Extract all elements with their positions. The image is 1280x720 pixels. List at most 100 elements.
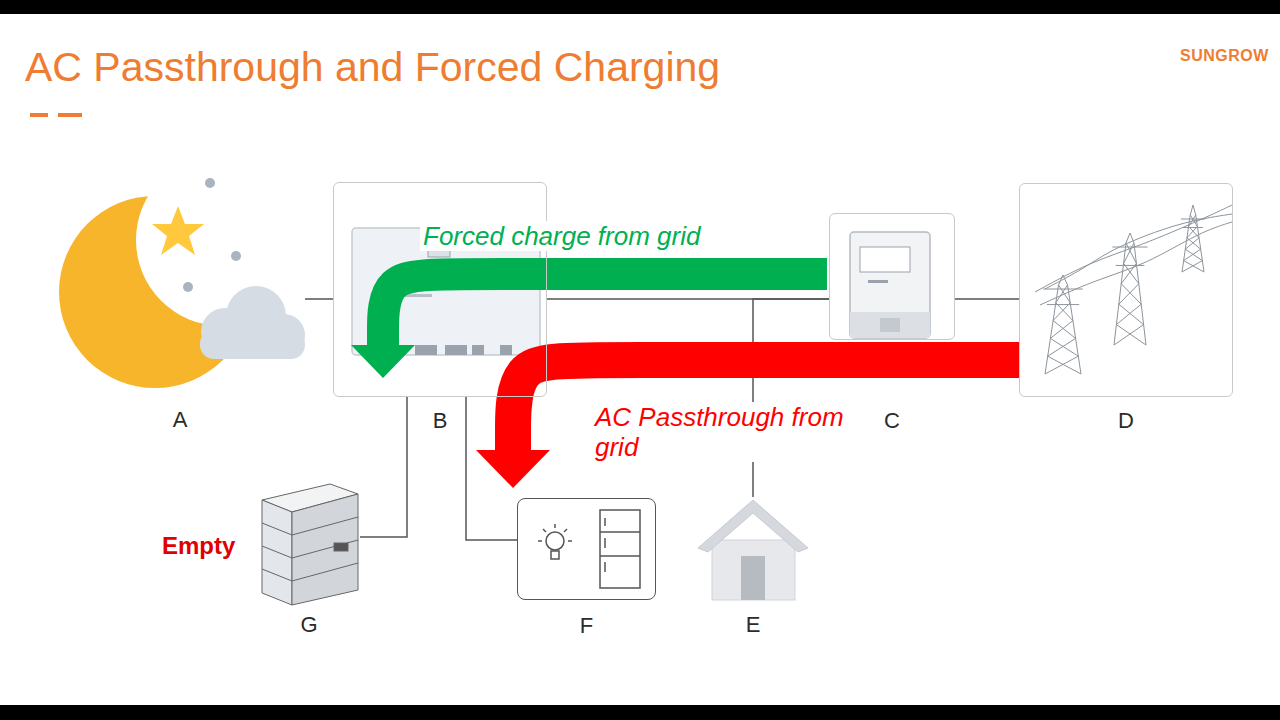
letterbox-bars [0,705,1280,720]
tower-brace [1050,338,1078,356]
night-icon [59,178,305,388]
load-icons [604,538,606,548]
grid-box: D [1019,183,1233,397]
load-icons [538,540,542,542]
load-icons [604,562,606,572]
meter-box: C [829,213,955,340]
load-icons [554,524,556,528]
tower-brace [1056,303,1073,321]
tower-arm [1047,304,1079,305]
power-line [1045,214,1232,289]
part-letter: A [55,407,305,433]
tower-brace [1114,325,1144,345]
inverter-icon [415,345,437,355]
meter-icon [850,232,930,338]
inverter-icon [445,345,467,355]
tower-brace [1116,304,1141,324]
battery-icon [262,523,292,535]
night-icon [231,251,241,261]
tower-arm [1183,227,1203,228]
load-icons [568,540,572,542]
load-icons [546,532,564,550]
inverter-icon [500,345,512,355]
part-letter: G [258,612,360,638]
battery-icon [262,546,292,558]
tower-brace [1048,356,1081,374]
meter-icon [868,280,888,283]
wire [360,397,407,537]
night-icon [183,282,193,292]
meter-icon [850,312,930,338]
tower-brace [1184,261,1204,272]
title-dash [30,113,82,117]
load-icons [600,510,640,588]
house-icon [698,500,808,600]
house-icon [712,540,795,600]
load-icons [551,551,559,559]
night-icon [205,178,215,188]
backup-load-box: F [517,498,656,600]
grid-towers [1035,205,1232,374]
tower-arm [1116,265,1145,266]
tower-brace [1119,304,1144,324]
battery-icon [262,484,358,605]
tower-brace [1185,238,1199,249]
tower-brace [1045,356,1078,374]
tower-brace [1116,325,1146,345]
flow-label: AC Passthrough from grid [592,402,873,462]
flow-label: Forced charge from grid [420,221,703,251]
tower-brace [1184,249,1201,260]
letterbox-bars [0,0,1280,14]
title-dash [30,113,48,117]
load-icons [564,529,567,532]
part-letter: F [518,613,655,639]
night-source: A [55,175,305,395]
title-dash [58,113,82,117]
arrow-head [351,345,415,378]
tower-brace [1182,261,1202,272]
battery-icon [292,540,358,558]
meter-icon [860,247,910,272]
inverter-box: B [333,182,547,397]
load-icons [600,531,640,533]
battery-icon [292,494,358,605]
load-icons [543,529,546,532]
wire [305,298,333,300]
meter-icon [880,318,900,332]
tower-brace [1121,284,1141,304]
battery-icon [334,543,348,551]
battery: G [258,483,360,605]
battery-icon [262,500,292,605]
part-letter: D [1020,408,1232,434]
meter-icon [850,232,930,338]
power-line [1035,205,1232,292]
night-icon [59,196,251,388]
power-line [1040,222,1232,305]
tower-brace [1048,338,1076,356]
forced-charge-arrow [383,274,827,345]
load-icons [600,555,640,557]
load-icons [604,518,606,526]
tower-brace [1124,243,1134,263]
tower-brace [1053,303,1070,321]
wire [753,299,829,497]
part-letter: B [334,408,546,434]
inverter-icon [472,345,484,355]
battery-icon [292,517,358,535]
wire [955,298,1019,300]
tower-brace [1119,284,1139,304]
house-icon [698,500,808,552]
night-icon [152,206,204,255]
battery-state: Empty [162,532,235,560]
tower-brace [1126,243,1136,263]
arrow-head [476,450,550,488]
battery-icon [262,569,292,581]
tower-brace [1185,249,1202,260]
house-icon [741,556,765,600]
house: E [698,497,808,600]
brand-logo: SUNGROW [1180,47,1269,65]
tower-brace [1189,226,1199,237]
